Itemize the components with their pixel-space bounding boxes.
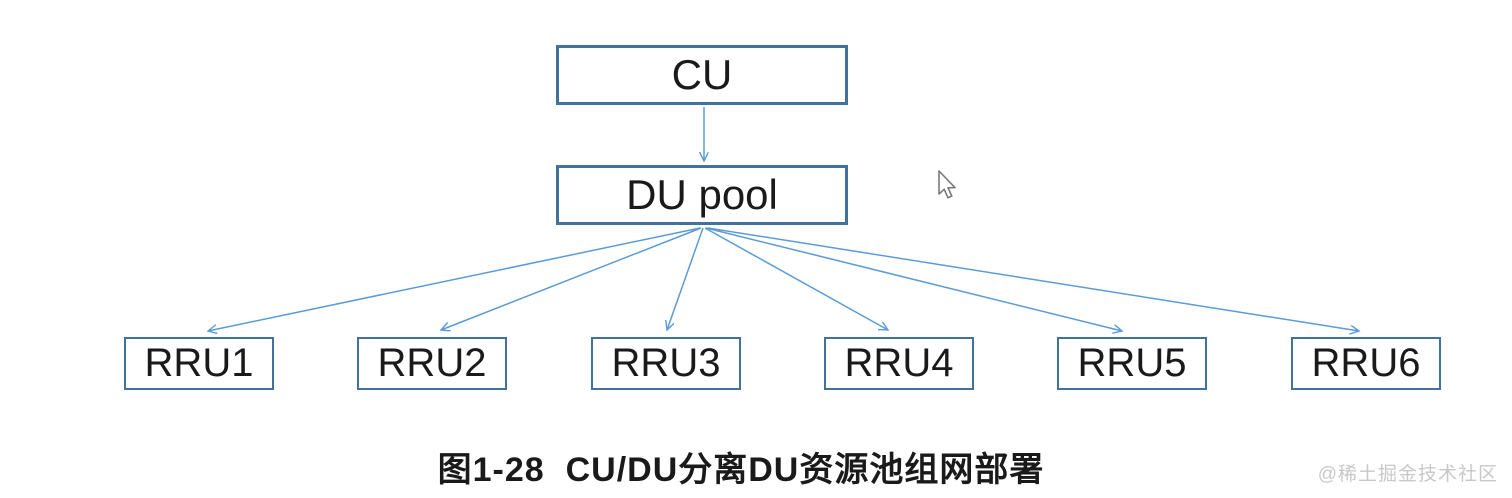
edge-dupool-to-rru1 xyxy=(208,227,701,331)
edge-dupool-to-rru4 xyxy=(704,227,888,330)
figure-caption: 图1-28 CU/DU分离DU资源池组网部署 xyxy=(437,451,1045,489)
node-rru2: RRU2 xyxy=(357,337,507,390)
node-rru5: RRU5 xyxy=(1057,337,1207,390)
node-rru1: RRU1 xyxy=(124,337,274,390)
node-du-pool: DU pool xyxy=(556,165,848,225)
node-rru3: RRU3 xyxy=(591,337,741,390)
edge-dupool-to-rru6 xyxy=(707,227,1359,331)
edge-dupool-to-rru3 xyxy=(667,227,704,330)
edge-dupool-to-rru2 xyxy=(441,227,702,330)
node-rru6: RRU6 xyxy=(1291,337,1441,390)
edge-dupool-to-rru5 xyxy=(705,227,1122,331)
node-rru4: RRU4 xyxy=(824,337,974,390)
mouse-cursor-icon xyxy=(938,170,956,199)
watermark-text: @稀土掘金技术社区 xyxy=(1317,464,1498,485)
node-cu: CU xyxy=(556,45,848,105)
